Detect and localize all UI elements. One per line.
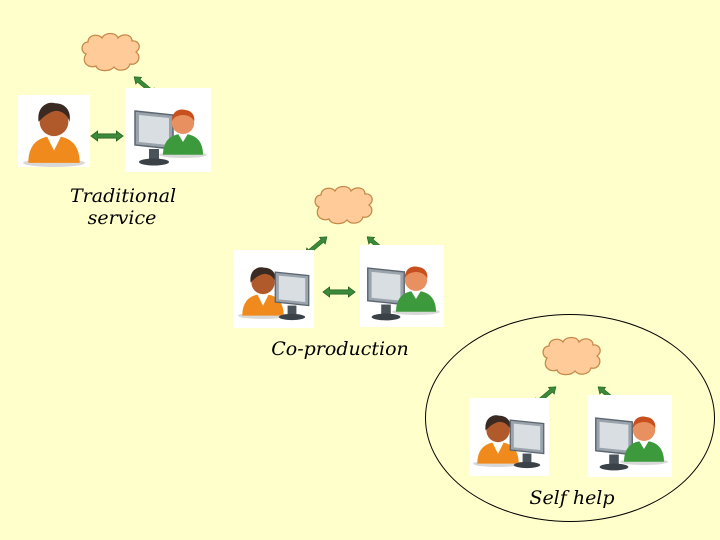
double-arrow-icon	[90, 130, 124, 142]
self-help-boundary	[425, 314, 715, 522]
double-arrow-icon	[322, 286, 356, 298]
person-orange-figure	[18, 95, 90, 167]
traditional-label-line2: service	[87, 207, 157, 229]
cloud-icon	[311, 183, 375, 227]
computer-icon	[270, 266, 314, 324]
cloud-icon	[78, 30, 142, 74]
person-green-icon	[155, 94, 211, 166]
coproduction-label: Co-production	[271, 338, 409, 360]
computer-icon	[505, 414, 549, 472]
person-orange-computer-figure	[234, 250, 314, 328]
person-orange-icon	[18, 95, 90, 167]
cloud-icon	[539, 334, 603, 378]
traditional-label-line1: Traditional	[70, 185, 177, 207]
person-green-icon	[616, 401, 672, 473]
traditional-service-label: Traditional service	[70, 185, 177, 229]
person-computer-figure	[125, 88, 211, 172]
person-green-icon	[388, 251, 444, 323]
self-help-label: Self help	[529, 487, 615, 509]
person-green-computer-figure	[588, 395, 672, 477]
person-green-computer-figure	[360, 245, 444, 327]
person-orange-computer-figure	[469, 398, 549, 476]
